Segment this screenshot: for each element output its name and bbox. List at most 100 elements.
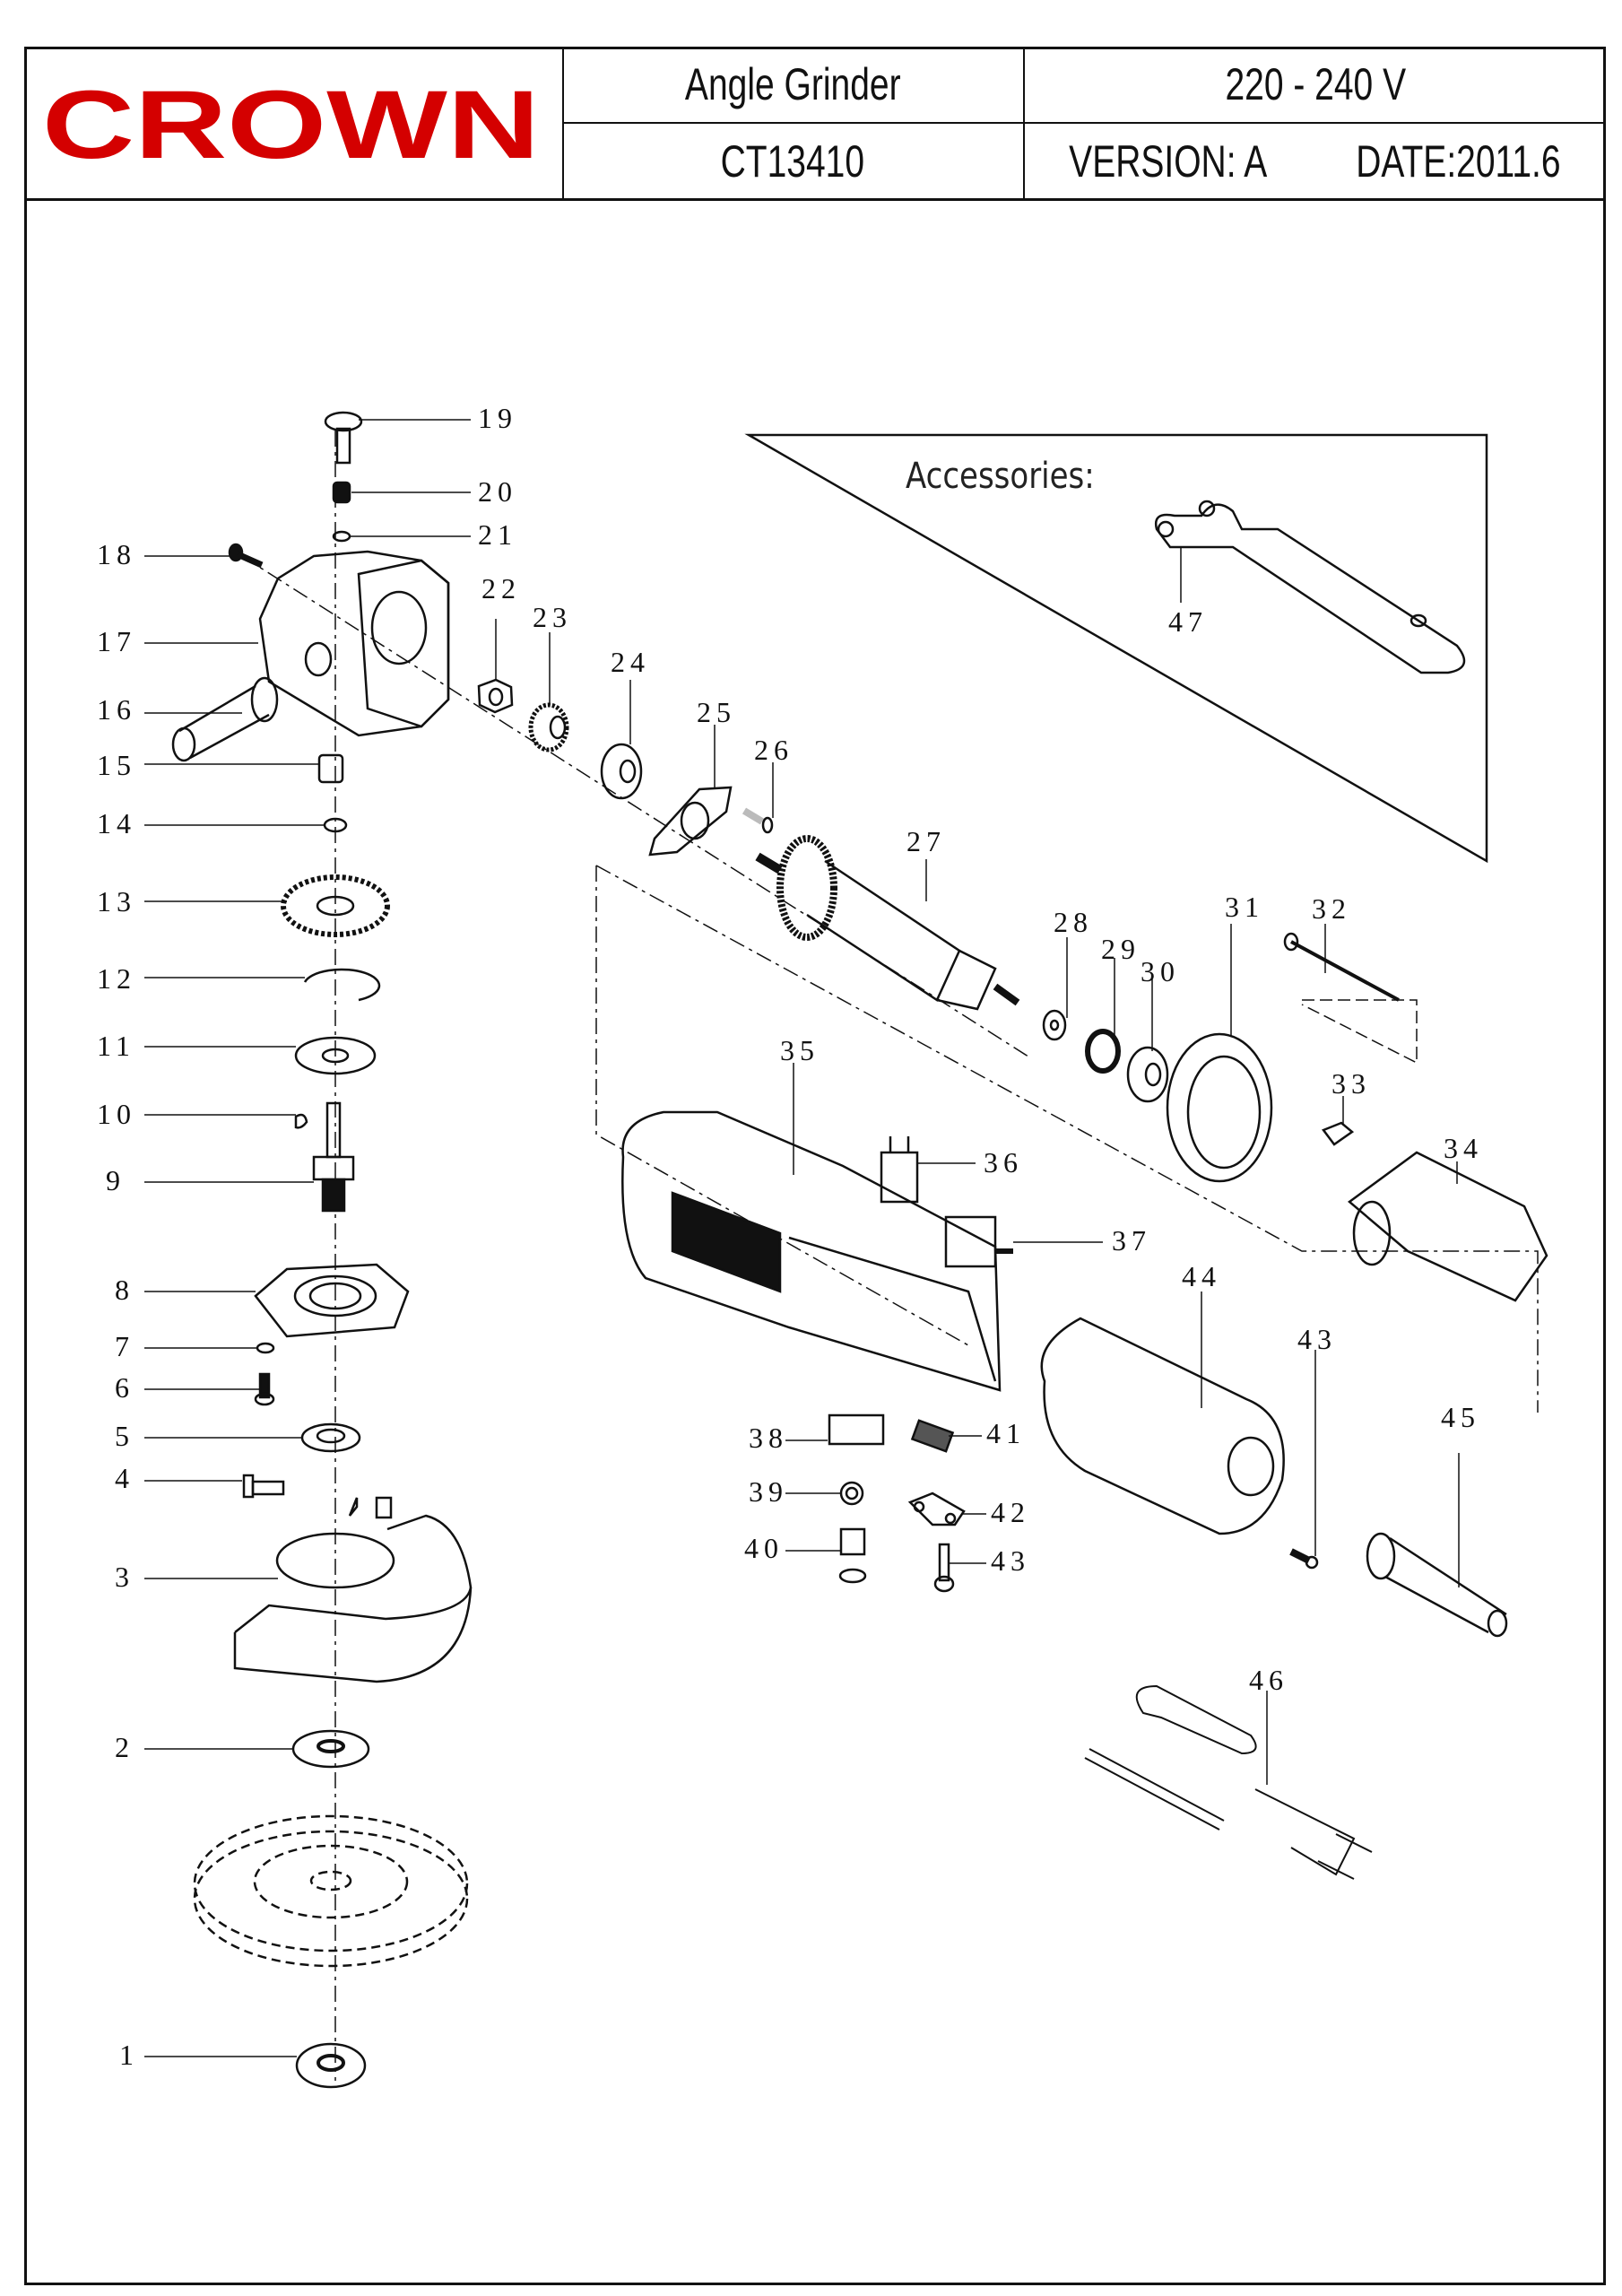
version-date: VERSION: A DATE:2011.6 (1025, 124, 1606, 199)
rear-cover-part (1040, 1317, 1285, 1535)
inner-flange-part (291, 1729, 370, 1769)
clamp-part (1322, 1121, 1355, 1146)
lock-nut-part (295, 2042, 367, 2089)
bevel-gear-part (281, 874, 390, 937)
wheel-guard-part (233, 1496, 473, 1683)
crown-logo-icon: CROWN (42, 70, 540, 178)
part-label-16: 16 (97, 693, 136, 726)
accessories-box (744, 433, 1488, 864)
part-label-30: 30 (1141, 955, 1180, 987)
spindle-part (312, 1101, 355, 1213)
part-label-14: 14 (97, 807, 136, 839)
part-label-37: 37 (1112, 1224, 1151, 1257)
part-label-29: 29 (1101, 933, 1141, 965)
screw-part (1289, 1548, 1319, 1570)
assembly-guide (595, 865, 1539, 1413)
product-name-cell: Angle Grinder (562, 47, 1023, 122)
ball-bearing-part (600, 743, 643, 800)
guard-bolt-part (242, 1474, 285, 1499)
cable-sleeve-part (1366, 1532, 1508, 1638)
carbon-brush-part (838, 1527, 867, 1584)
part-label-27: 27 (906, 825, 946, 857)
ball-bearing-part (1085, 1029, 1121, 1074)
part-label-12: 12 (97, 962, 136, 995)
woodruff-key-part (294, 1113, 308, 1129)
part-label-11: 11 (97, 1030, 135, 1062)
part-label-10: 10 (97, 1098, 136, 1130)
part-label-7: 7 (115, 1330, 134, 1362)
part-label-18: 18 (97, 538, 136, 570)
part-label-34: 34 (1444, 1132, 1483, 1164)
part-label-25: 25 (697, 696, 736, 728)
part-label-21: 21 (478, 518, 517, 551)
cord-clamp-part (907, 1492, 966, 1526)
bearing-cover-part (254, 1263, 410, 1338)
needle-bearing-part (317, 753, 344, 784)
part-label-23: 23 (533, 601, 572, 633)
armature-part (755, 835, 1020, 1011)
part-label-13: 13 (97, 885, 136, 918)
part-label-19: 19 (478, 402, 517, 434)
screw-part (254, 1372, 275, 1406)
spring-washer-part (256, 1342, 275, 1354)
drawing-frame (24, 47, 1606, 2285)
part-label-26: 26 (754, 734, 794, 766)
screw-part (742, 807, 774, 834)
voltage: 220 - 240 V (1225, 59, 1406, 109)
part-label-3: 3 (115, 1561, 134, 1593)
wire-connector-part (910, 1419, 955, 1453)
pinion-gear-part (528, 702, 569, 752)
part-label-32: 32 (1312, 892, 1351, 925)
part-label-8: 8 (115, 1274, 134, 1306)
product-name: Angle Grinder (684, 59, 901, 109)
power-cord-part (1084, 1684, 1373, 1880)
circlip-part (303, 968, 381, 1002)
part-label-33: 33 (1331, 1067, 1371, 1100)
part-label-42: 42 (991, 1496, 1030, 1528)
part-label-46: 46 (1249, 1664, 1288, 1696)
voltage-cell: 220 - 240 V (1025, 47, 1606, 122)
switch-part (944, 1215, 1013, 1268)
part-label-40: 40 (744, 1532, 784, 1564)
capacitor-part (880, 1136, 919, 1204)
motor-housing-part (621, 1110, 1002, 1392)
part-label-39: 39 (749, 1475, 788, 1508)
spring-part (332, 481, 351, 504)
date: DATE:2011.6 (1356, 136, 1561, 187)
bearing-plate-part (648, 786, 733, 857)
accessories-title: Accessories: (906, 456, 1095, 497)
side-handle-part (171, 676, 279, 762)
part-label-22: 22 (481, 572, 521, 604)
screw-part (228, 543, 264, 569)
leader-lines (144, 419, 1460, 2057)
part-label-31: 31 (1225, 891, 1264, 923)
part-label-36: 36 (984, 1146, 1023, 1178)
part-label-9: 9 (106, 1164, 126, 1196)
part-label-4: 4 (115, 1462, 134, 1494)
fan-baffle-part (1166, 1032, 1273, 1183)
part-label-1: 1 (119, 2039, 139, 2071)
part-label-44: 44 (1182, 1260, 1221, 1292)
part-label-5: 5 (115, 1420, 134, 1452)
part-label-6: 6 (115, 1371, 134, 1404)
spanner-wrench-part (1154, 500, 1466, 674)
part-label-28: 28 (1054, 906, 1093, 938)
brush-holder-part (828, 1413, 885, 1446)
title-block: CROWN Angle Grinder CT13410 220 - 240 V … (24, 47, 1606, 201)
part-label-15: 15 (97, 749, 136, 781)
flat-washer-part (300, 1422, 361, 1453)
part-label-20: 20 (478, 475, 517, 508)
screw-part (933, 1543, 955, 1593)
model-number: CT13410 (720, 136, 865, 187)
part-label-47: 47 (1168, 605, 1208, 638)
brand-text: CROWN (42, 83, 540, 163)
part-label-24: 24 (611, 646, 650, 678)
gear-housing-part (258, 550, 450, 737)
brand-logo: CROWN (42, 70, 544, 178)
washer-part (1042, 1009, 1067, 1041)
part-label-41: 41 (986, 1417, 1026, 1449)
part-label-38: 38 (749, 1422, 788, 1454)
model-cell: CT13410 (562, 124, 1023, 199)
part-label-45: 45 (1441, 1401, 1480, 1433)
